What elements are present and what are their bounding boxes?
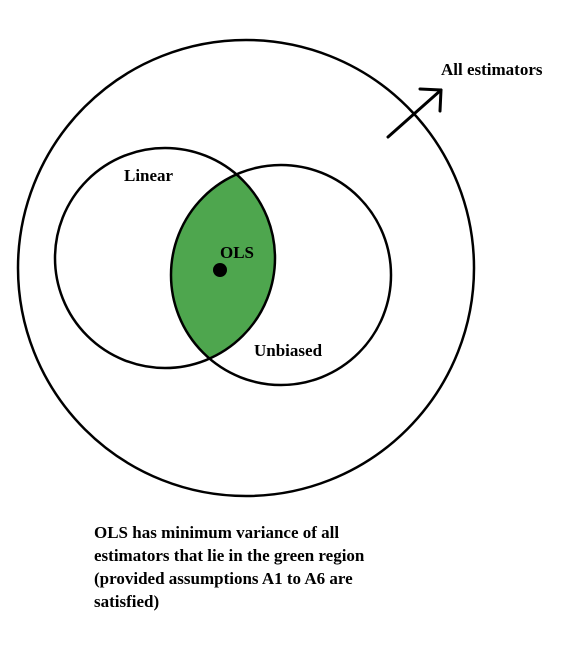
linear-label: Linear	[124, 166, 174, 185]
ols-point	[213, 263, 227, 277]
caption-line: estimators that lie in the green region	[94, 546, 365, 565]
caption-line: satisfied)	[94, 592, 160, 611]
green-region	[171, 165, 275, 368]
caption-line: OLS has minimum variance of all	[94, 523, 340, 542]
all-estimators-label: All estimators	[441, 60, 543, 79]
unbiased-circle	[169, 163, 393, 387]
unbiased-label: Unbiased	[254, 341, 323, 360]
linear-circle	[53, 146, 277, 370]
all-estimators-circle	[16, 38, 476, 498]
caption: OLS has minimum variance of all estimato…	[94, 521, 524, 613]
ols-label: OLS	[220, 243, 254, 262]
arrow-icon	[386, 87, 443, 139]
caption-line: (provided assumptions A1 to A6 are	[94, 569, 353, 588]
